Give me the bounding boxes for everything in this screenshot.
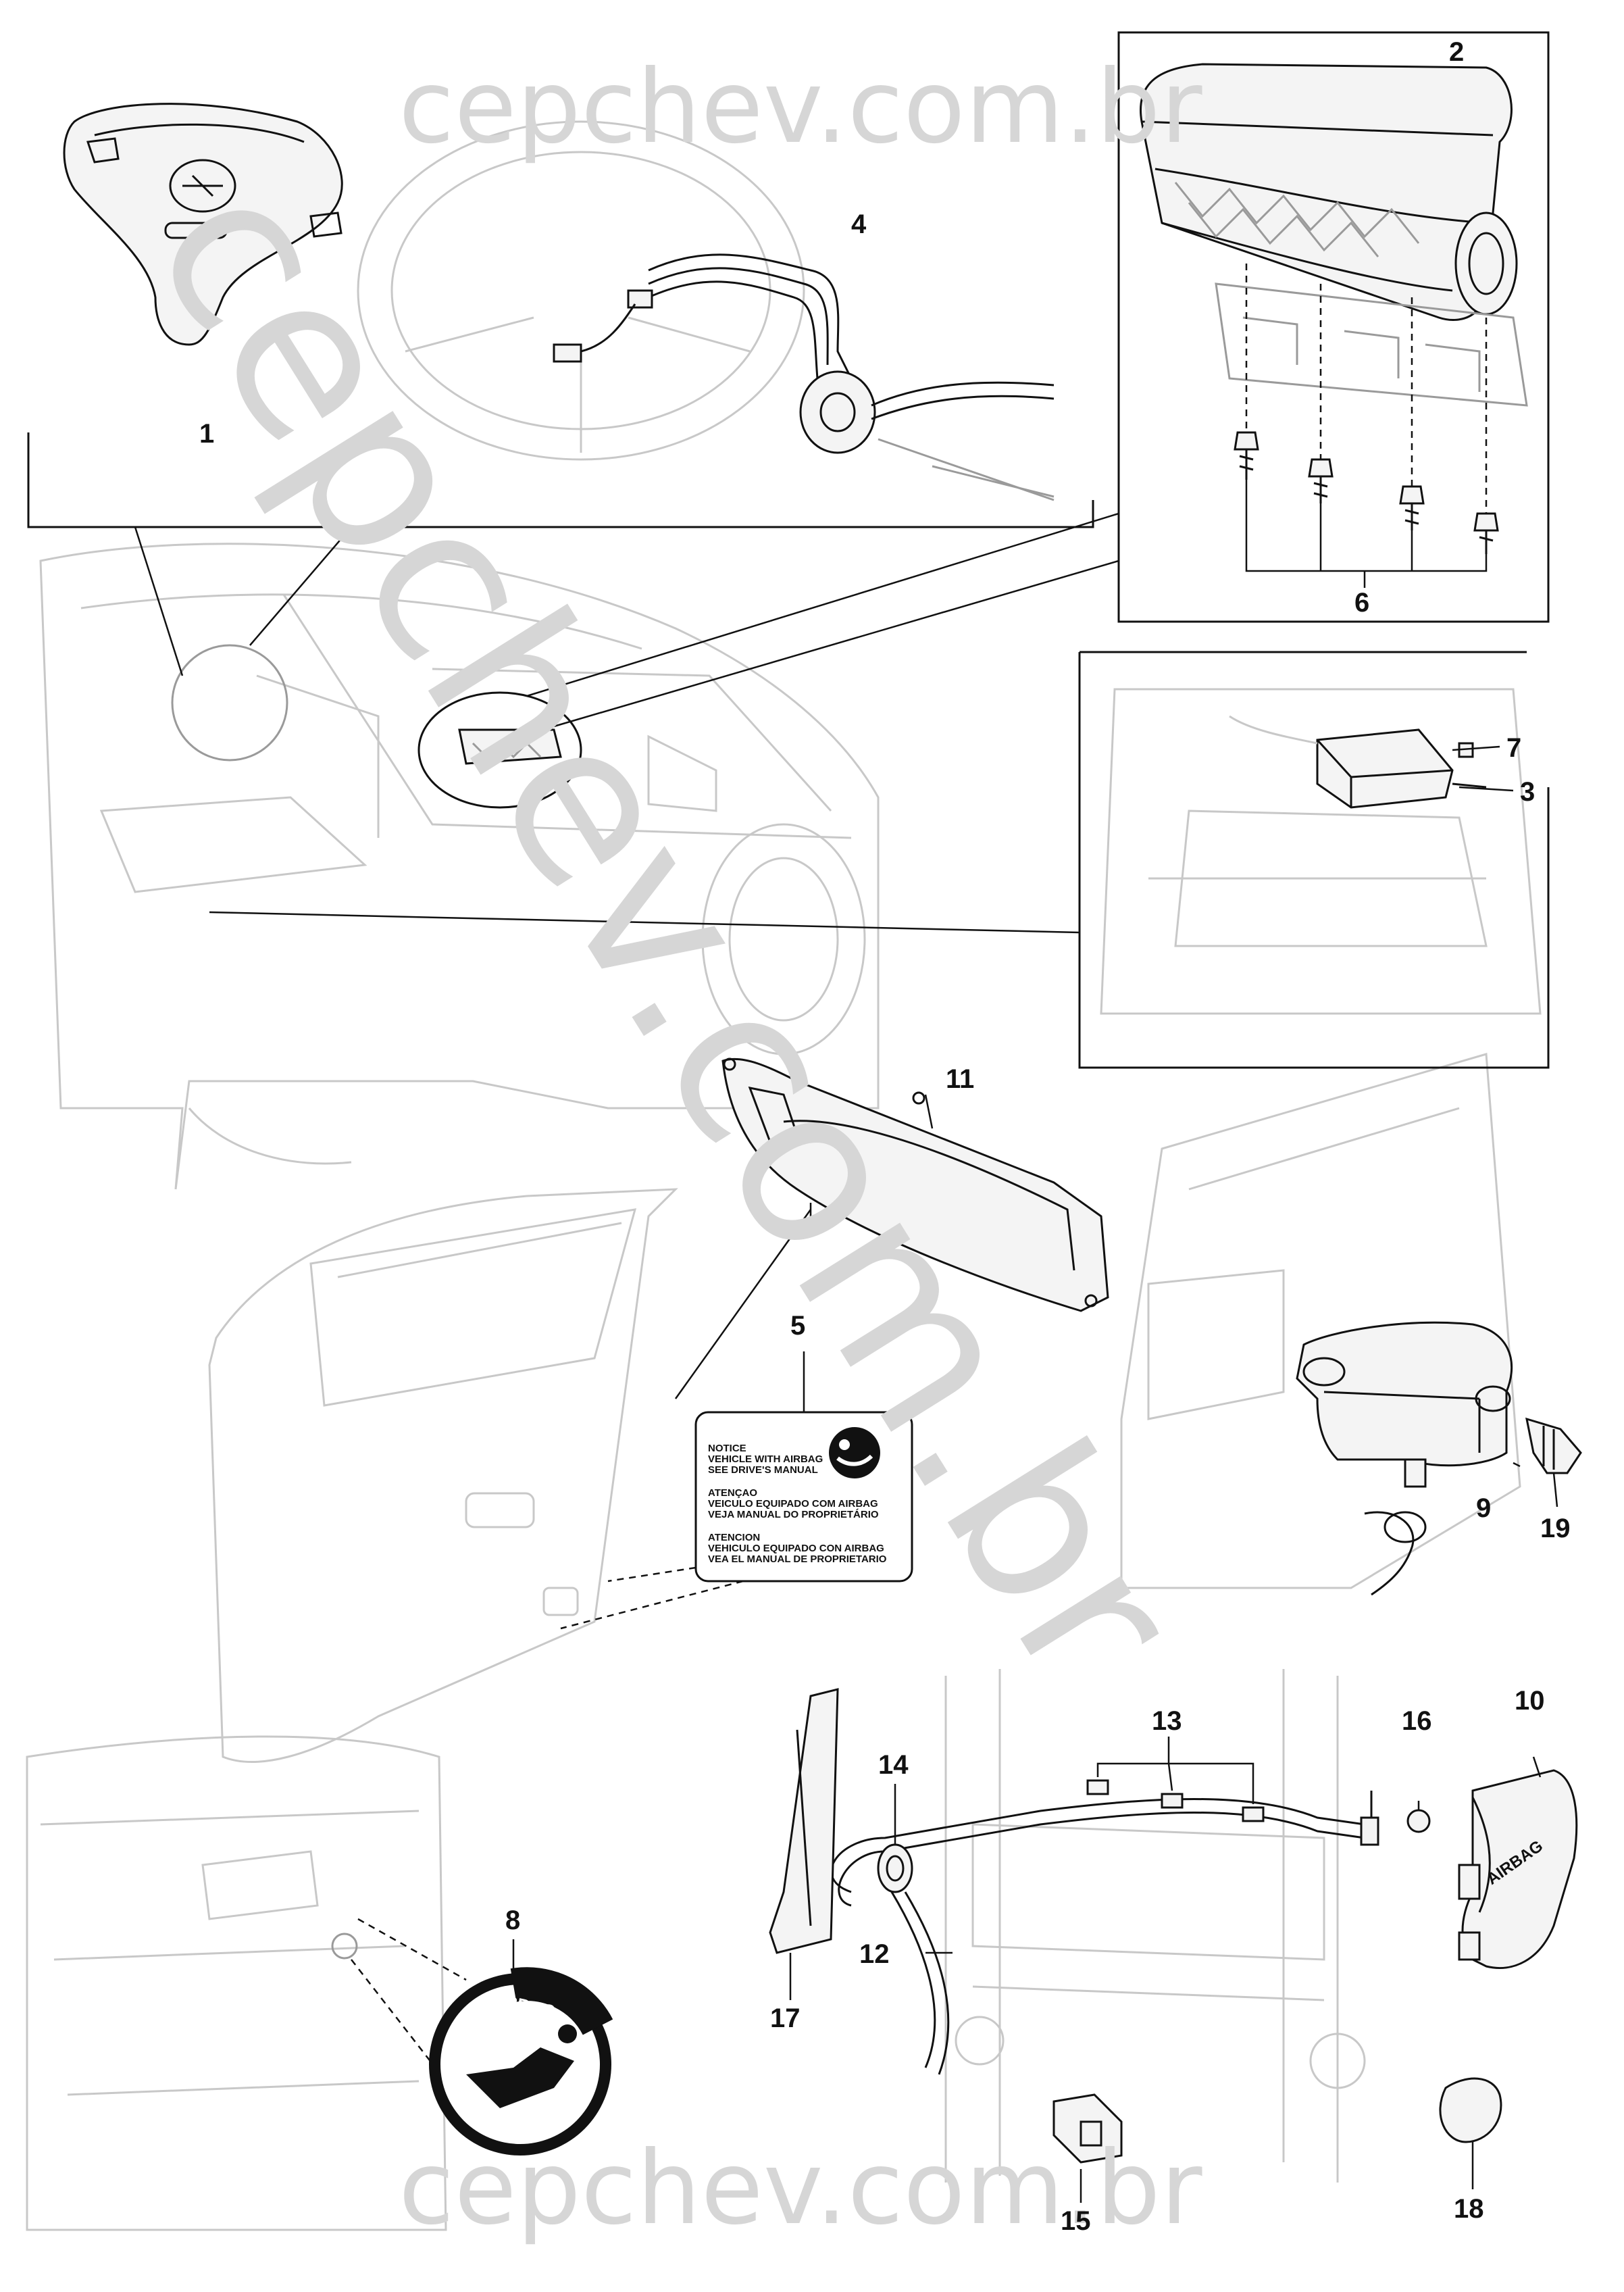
label-es-1: ATENCION bbox=[708, 1532, 760, 1543]
airbag-warning-label: NOTICE VEHICLE WITH AIRBAG SEE DRIVE'S M… bbox=[560, 1351, 913, 1630]
side-airbag-bracket bbox=[721, 1057, 1109, 1312]
airbag-person-icon bbox=[829, 1427, 880, 1478]
callout-19: 19 bbox=[1540, 1514, 1571, 1543]
watermark-top: cepchev.com.br bbox=[399, 49, 1202, 166]
callout-10: 10 bbox=[1515, 1686, 1545, 1716]
callout-14: 14 bbox=[878, 1750, 909, 1780]
callout-6: 6 bbox=[1354, 588, 1369, 618]
label-en-3: SEE DRIVE'S MANUAL bbox=[708, 1464, 818, 1476]
driver-airbag-pad bbox=[63, 103, 343, 346]
watermark-bottom: cepchev.com.br bbox=[399, 2130, 1202, 2247]
side-airbag-trim: AIRBAG bbox=[1406, 1756, 1578, 1969]
callout-numbers: 1 2 3 4 5 6 7 8 9 10 11 12 13 14 15 16 1… bbox=[199, 37, 1571, 2236]
airbag-control-module bbox=[1229, 715, 1514, 809]
label-en-2: VEHICLE WITH AIRBAG bbox=[708, 1453, 823, 1465]
callout-9: 9 bbox=[1476, 1493, 1491, 1523]
airbag-badge: AIRBAG bbox=[331, 1918, 613, 2156]
label-pt-2: VEICULO EQUIPADO COM AIRBAG bbox=[708, 1498, 878, 1510]
callout-13: 13 bbox=[1152, 1706, 1182, 1736]
callout-17: 17 bbox=[770, 2003, 801, 2033]
label-pt-1: ATENÇAO bbox=[708, 1487, 757, 1499]
label-pt-3: VEJA MANUAL DO PROPRIETÁRIO bbox=[708, 1509, 879, 1520]
label-en-1: NOTICE bbox=[708, 1443, 746, 1454]
passenger-airbag-module bbox=[458, 63, 1528, 765]
callout-1: 1 bbox=[199, 419, 214, 449]
side-impact-sensor bbox=[1296, 1321, 1582, 1596]
callout-8: 8 bbox=[505, 1905, 520, 1935]
detail-frames bbox=[27, 31, 1550, 1399]
callout-11: 11 bbox=[946, 1064, 974, 1094]
callout-4: 4 bbox=[851, 209, 867, 239]
label-es-3: VEA EL MANUAL DE PROPRIETARIO bbox=[708, 1553, 887, 1565]
callout-2: 2 bbox=[1449, 37, 1464, 67]
seat-airbag-icon bbox=[466, 2047, 574, 2108]
label-es-2: VEHICULO EQUIPADO CON AIRBAG bbox=[708, 1543, 884, 1554]
clockspring-harness bbox=[553, 253, 1055, 501]
callout-3: 3 bbox=[1520, 777, 1535, 807]
callout-7: 7 bbox=[1506, 733, 1521, 763]
callout-16: 16 bbox=[1402, 1706, 1432, 1736]
side-airbag-harness bbox=[769, 1688, 1502, 2203]
callout-15: 15 bbox=[1061, 2206, 1091, 2236]
background-vehicle bbox=[26, 120, 1542, 2231]
callout-18: 18 bbox=[1454, 2194, 1484, 2224]
callout-5: 5 bbox=[790, 1311, 805, 1341]
callout-12: 12 bbox=[859, 1939, 890, 1969]
